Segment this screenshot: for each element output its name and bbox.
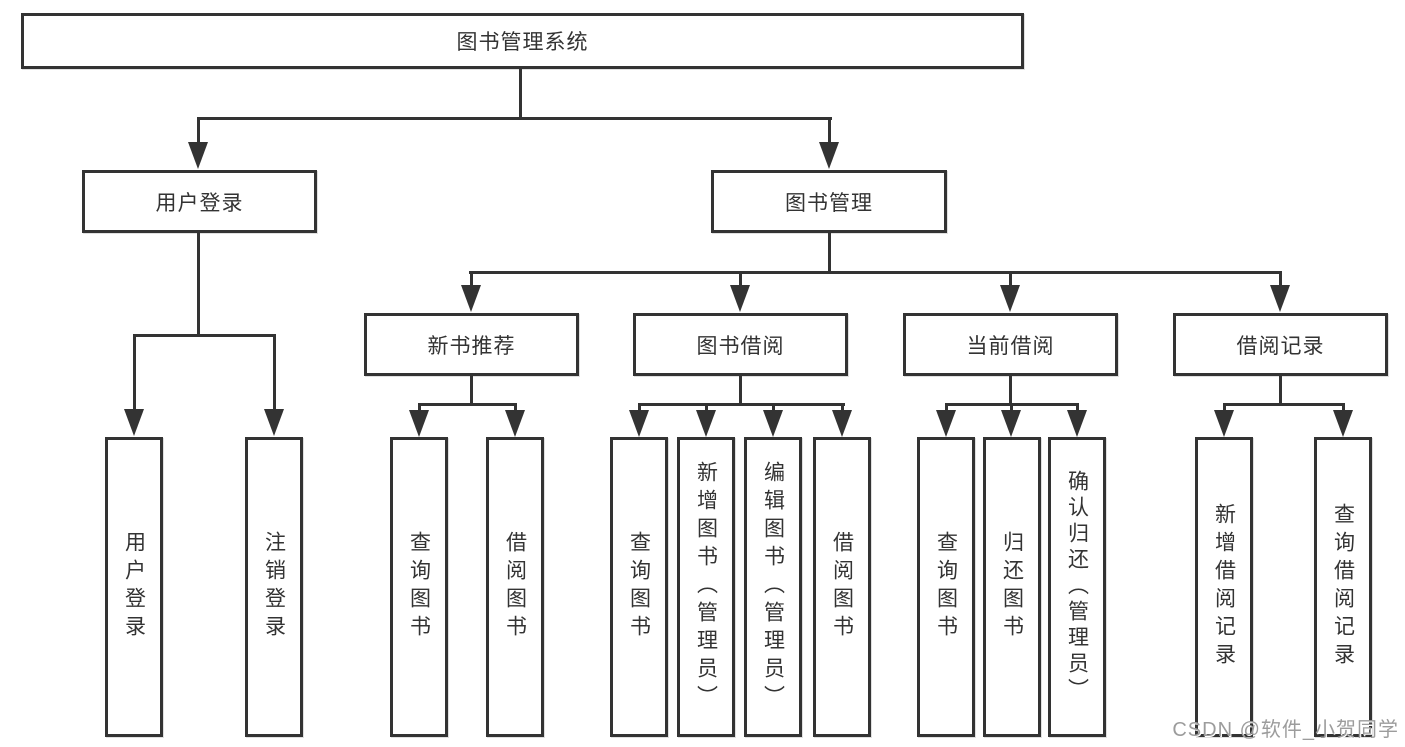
arrow-down-icon <box>461 285 481 312</box>
connector-line <box>197 117 200 145</box>
connector-line <box>519 69 522 118</box>
connector-line <box>739 271 742 287</box>
connector-line <box>1009 376 1012 406</box>
leaf-user-login: 用户登录 <box>105 437 163 737</box>
arrow-down-icon <box>188 142 208 169</box>
connector-line <box>945 403 948 412</box>
arrow-down-icon <box>1001 410 1021 437</box>
connector-line <box>828 117 831 145</box>
arrow-down-icon <box>696 410 716 437</box>
arrow-down-icon <box>730 285 750 312</box>
arrow-down-icon <box>1000 285 1020 312</box>
connector-line <box>418 403 517 406</box>
leaf-confirm-return-admin: 确认归还（管理员） <box>1048 437 1106 737</box>
arrow-down-icon <box>629 410 649 437</box>
connector-line <box>1009 271 1012 287</box>
connector-line <box>514 403 517 412</box>
csdn-watermark: CSDN @软件_小贺同学 <box>1172 719 1399 741</box>
connector-line <box>1279 376 1282 406</box>
node-book-management: 图书管理 <box>711 170 947 233</box>
leaf-query-book-2: 查询图书 <box>610 437 668 737</box>
node-new-book-recommend: 新书推荐 <box>364 313 579 376</box>
arrow-down-icon <box>1214 410 1234 437</box>
arrow-down-icon <box>505 410 525 437</box>
connector-line <box>197 233 200 337</box>
arrow-down-icon <box>124 409 144 436</box>
connector-line <box>828 233 831 274</box>
arrow-down-icon <box>264 409 284 436</box>
connector-line <box>273 334 276 410</box>
leaf-query-book-1: 查询图书 <box>390 437 448 737</box>
leaf-add-book-admin: 新增图书（管理员） <box>677 437 735 737</box>
connector-line <box>841 403 844 412</box>
leaf-return-book: 归还图书 <box>983 437 1041 737</box>
connector-line <box>1010 403 1013 412</box>
connector-line <box>1279 271 1282 287</box>
arrow-down-icon <box>1067 410 1087 437</box>
node-borrow-record: 借阅记录 <box>1173 313 1388 376</box>
connector-line <box>197 117 832 120</box>
connector-line <box>638 403 845 406</box>
arrow-down-icon <box>409 410 429 437</box>
node-user-login: 用户登录 <box>82 170 317 233</box>
connector-line <box>1076 403 1079 412</box>
connector-line <box>638 403 641 412</box>
arrow-down-icon <box>936 410 956 437</box>
connector-line <box>1342 403 1345 412</box>
connector-line <box>133 334 136 410</box>
arrow-down-icon <box>832 410 852 437</box>
arrow-down-icon <box>1270 285 1290 312</box>
connector-line <box>1223 403 1226 412</box>
arrow-down-icon <box>1333 410 1353 437</box>
node-root-book-management-system: 图书管理系统 <box>21 13 1024 69</box>
connector-line <box>772 403 775 412</box>
leaf-edit-book-admin: 编辑图书（管理员） <box>744 437 802 737</box>
leaf-borrow-book-1: 借阅图书 <box>486 437 544 737</box>
leaf-logout: 注销登录 <box>245 437 303 737</box>
connector-line <box>1223 403 1345 406</box>
node-book-borrow: 图书借阅 <box>633 313 848 376</box>
leaf-add-borrow-record: 新增借阅记录 <box>1195 437 1253 737</box>
connector-line <box>739 376 742 406</box>
connector-line <box>470 271 473 287</box>
connector-line <box>469 271 1282 274</box>
leaf-borrow-book-2: 借阅图书 <box>813 437 871 737</box>
connector-line <box>418 403 421 412</box>
connector-line <box>133 334 276 337</box>
connector-line <box>705 403 708 412</box>
node-current-borrow: 当前借阅 <box>903 313 1118 376</box>
leaf-query-book-3: 查询图书 <box>917 437 975 737</box>
connector-line <box>470 376 473 406</box>
arrow-down-icon <box>763 410 783 437</box>
leaf-query-borrow-record: 查询借阅记录 <box>1314 437 1372 737</box>
arrow-down-icon <box>819 142 839 169</box>
